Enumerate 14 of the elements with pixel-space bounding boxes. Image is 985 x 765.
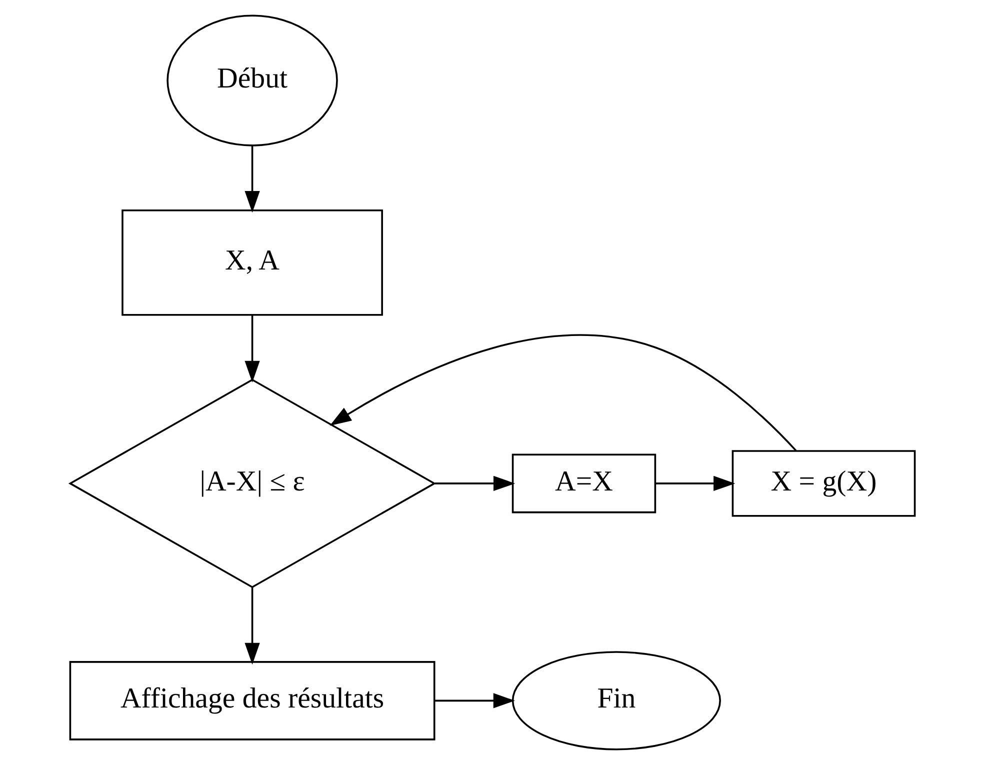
node-ellipse: Fin [512,651,721,750]
node-box: X, A [122,209,383,316]
node-box: A=X [512,454,656,514]
node-box: X = g(X) [732,450,916,517]
node-box: Affichage des résultats [69,661,436,740]
arrow [244,315,260,382]
arrow [434,476,516,492]
arrow [244,146,260,213]
arrow [330,334,797,452]
arrow [244,588,260,665]
node-diamond: |A-X| ≤ ε [68,378,436,588]
arrow [656,476,736,492]
node-ellipse: Début [166,14,338,146]
arrow [435,693,516,708]
